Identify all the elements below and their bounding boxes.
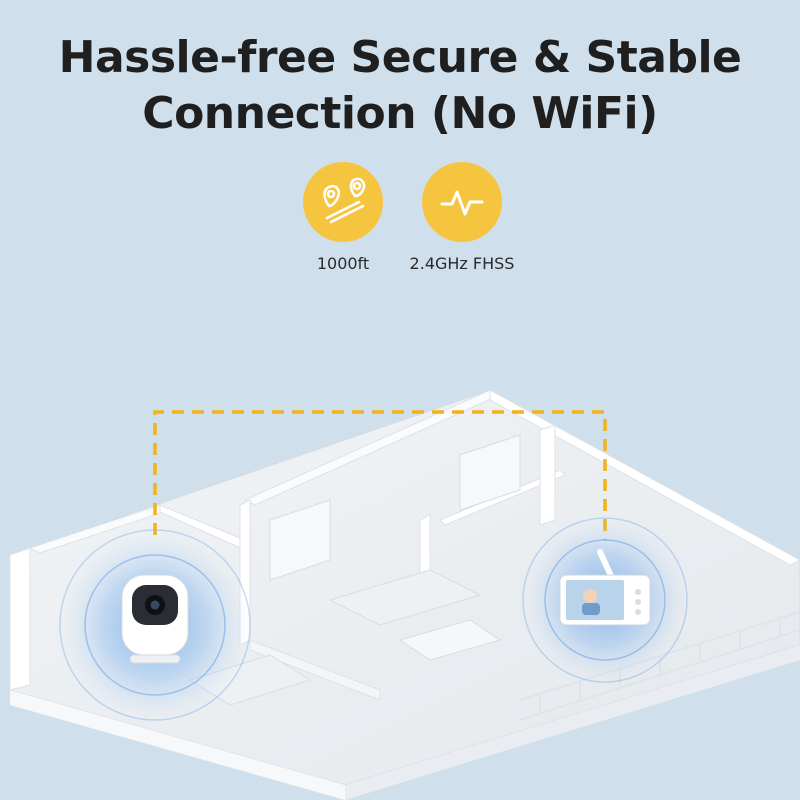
headline-line-1: Hassle-free Secure & Stable [58, 32, 742, 83]
range-label: 1000ft [316, 254, 370, 273]
distance-pin-icon [323, 177, 366, 224]
frequency-badge [422, 162, 502, 242]
feature-range: 1000ft [268, 162, 418, 273]
range-badge [303, 162, 383, 242]
feature-frequency: 2.4GHz FHSS [387, 162, 537, 273]
signal-wave-icon [440, 190, 484, 216]
headline-line-2: Connection (No WiFi) [142, 88, 658, 139]
baby-camera [121, 574, 189, 664]
headline: Hassle-free Secure & Stable Connection (… [0, 30, 800, 142]
house-illustration [9, 389, 800, 800]
connection-line [153, 410, 607, 540]
frequency-label: 2.4GHz FHSS [409, 254, 515, 273]
parent-monitor [559, 549, 651, 626]
